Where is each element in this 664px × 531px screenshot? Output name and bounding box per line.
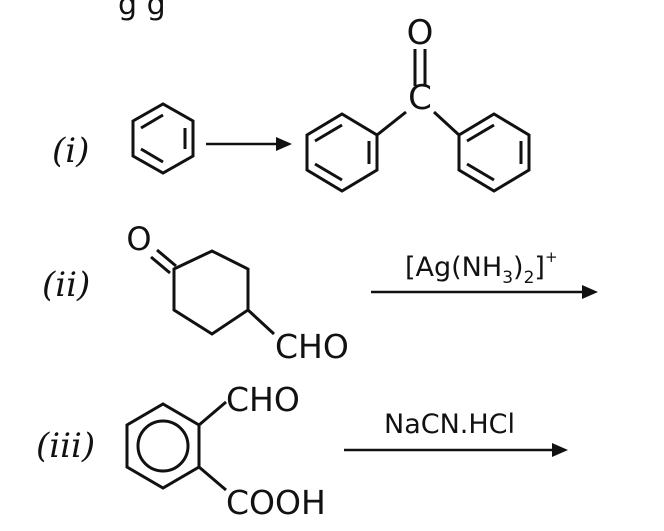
aldehyde-group-iii: CHO xyxy=(226,380,300,419)
label-iii: (iii) xyxy=(36,426,95,466)
arrow-iii xyxy=(344,443,568,457)
aldehyde-group-ii: CHO xyxy=(275,327,349,366)
arrow-ii xyxy=(371,285,598,299)
arrow-i xyxy=(206,137,292,151)
reagent-ii: [Ag(NH3)2]+ xyxy=(405,248,558,288)
ketone-oxygen: O xyxy=(126,220,151,258)
header-fragment: g g xyxy=(118,0,166,22)
label-ii: (ii) xyxy=(42,265,90,305)
product-atom-O: O xyxy=(407,13,434,53)
label-i: (i) xyxy=(52,131,89,171)
carboxyl-group-iii: COOH xyxy=(226,483,326,522)
product-atom-C: C xyxy=(408,78,432,118)
benzene-reactant xyxy=(131,102,195,175)
reagent-iii: NaCN.HCl xyxy=(384,409,515,440)
phthalaldehydic-ring xyxy=(125,400,227,492)
cyclohexanone-ring xyxy=(150,248,276,336)
benzophenone-product xyxy=(305,49,531,193)
